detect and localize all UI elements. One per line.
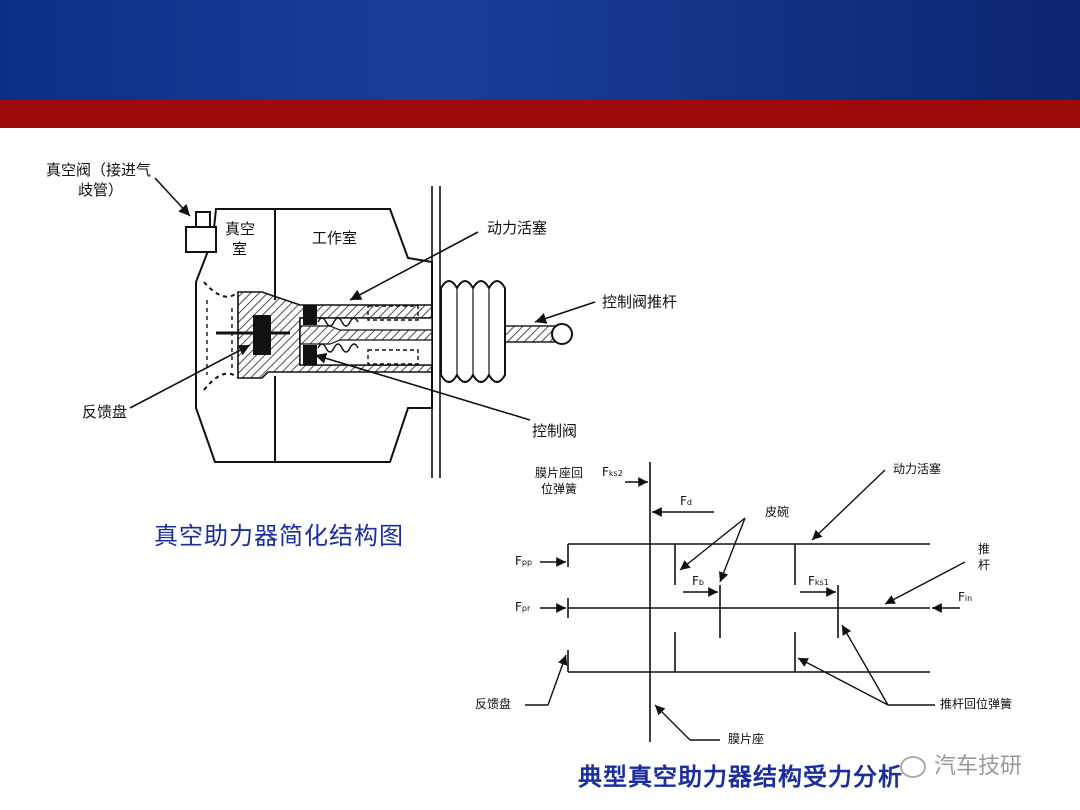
force-leaders [525, 469, 966, 741]
wechat-icon [900, 756, 926, 778]
structure-leaders [129, 177, 596, 421]
label-pushrod-line2: 杆 [978, 558, 991, 572]
force-fb: Fb [692, 574, 704, 588]
label-diaphragm-spring-line1: 膜片座回 [535, 466, 584, 480]
force-fks1: Fks1 [808, 574, 829, 588]
label-diaphragm-spring-line2: 位弹簧 [541, 482, 578, 496]
label-vacuum-chamber-line1: 真空 [225, 220, 256, 238]
watermark: 汽车技研 [900, 748, 1022, 780]
force-fpr: Fpr [515, 600, 531, 614]
label-leather-bowl: 皮碗 [765, 505, 790, 519]
structure-diagram-title: 真空助力器简化结构图 [154, 522, 404, 550]
watermark-text: 汽车技研 [934, 754, 1023, 779]
label-control-valve-pushrod: 控制阀推杆 [602, 293, 678, 311]
header-stripe [0, 100, 1080, 128]
force-fin: Fin [958, 590, 973, 604]
label-vacuum-valve-line1: 真空阀（接进气 [46, 161, 152, 179]
force-fd: Fd [680, 494, 692, 508]
label-pushrod-line1: 推 [978, 542, 991, 556]
label-feedback-disc-force: 反馈盘 [475, 697, 512, 711]
label-power-piston: 动力活塞 [487, 219, 548, 237]
label-pushrod-return-spring: 推杆回位弹簧 [940, 697, 1013, 711]
header-band [0, 0, 1080, 100]
force-fks2: Fks2 [602, 465, 623, 479]
booster-structure-drawing [185, 186, 573, 478]
force-arrows [540, 477, 960, 613]
label-feedback-disc: 反馈盘 [82, 403, 128, 421]
force-diagram-drawing [567, 462, 930, 742]
force-fpp: Fpp [515, 554, 533, 568]
force-diagram-title: 典型真空助力器结构受力分析 [578, 763, 903, 791]
label-vacuum-chamber-line2: 室 [232, 240, 248, 258]
label-diaphragm-seat: 膜片座 [728, 732, 765, 746]
label-working-chamber: 工作室 [312, 229, 358, 247]
label-vacuum-valve-line2: 歧管） [78, 181, 124, 199]
label-control-valve: 控制阀 [532, 422, 578, 440]
label-power-piston-force: 动力活塞 [893, 462, 942, 476]
